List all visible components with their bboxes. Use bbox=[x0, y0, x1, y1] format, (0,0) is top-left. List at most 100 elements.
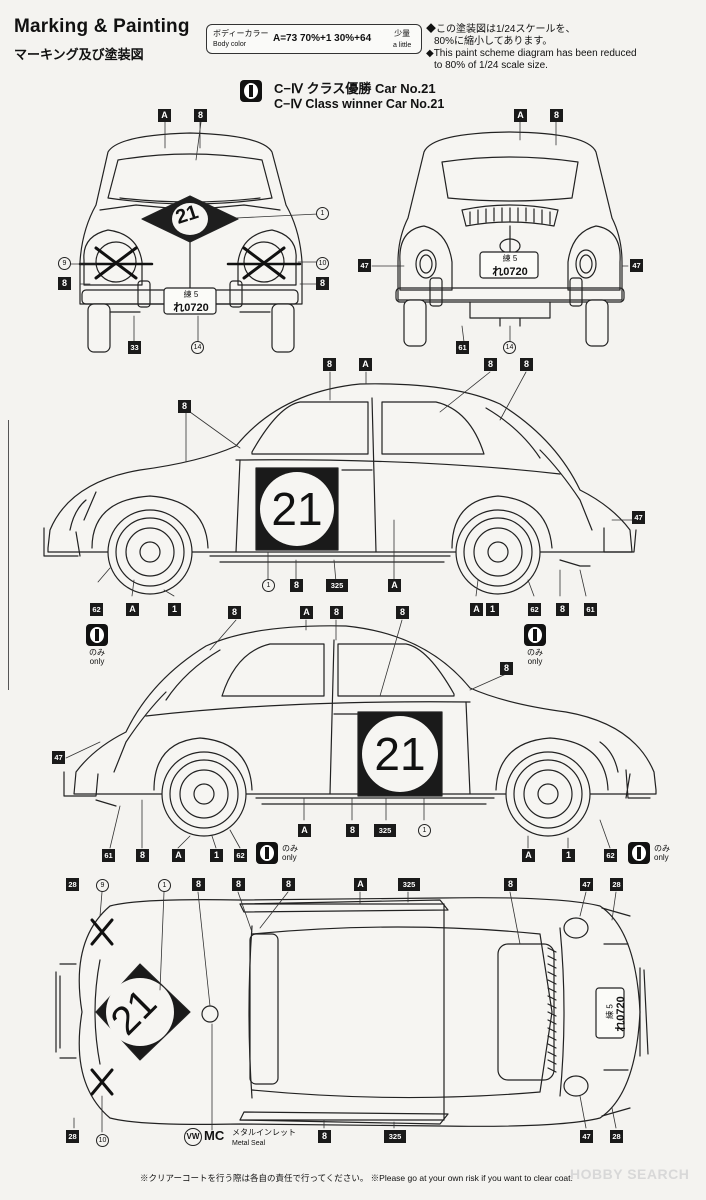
body-color-label: ボディーカラー bbox=[213, 29, 269, 38]
tag-61: 61 bbox=[456, 341, 469, 354]
top-plate-bottom: れ0720 bbox=[615, 996, 627, 1032]
page-subtitle: マーキング及び塗装図 bbox=[14, 47, 144, 62]
tag-61: 61 bbox=[102, 849, 115, 862]
tag-8: 8 bbox=[504, 878, 517, 891]
front-plate-top: 練 5 bbox=[183, 290, 199, 299]
tag-8: 8 bbox=[346, 824, 359, 837]
decal-ref-14: 14 bbox=[191, 341, 204, 354]
decal-ref-10: 10 bbox=[316, 257, 329, 270]
roman-one-icon bbox=[240, 80, 262, 102]
rear-plate-top: 練 5 bbox=[502, 254, 518, 263]
roman-one-icon bbox=[86, 624, 108, 646]
tag-a: A bbox=[158, 109, 171, 122]
tag-8: 8 bbox=[500, 662, 513, 675]
tag-a: A bbox=[514, 109, 527, 122]
tag-325: 325 bbox=[384, 1130, 406, 1143]
tag-28: 28 bbox=[610, 878, 623, 891]
tag-8: 8 bbox=[290, 579, 303, 592]
crop-line bbox=[8, 420, 9, 690]
tag-a: A bbox=[522, 849, 535, 862]
tag-a: A bbox=[298, 824, 311, 837]
tag-62: 62 bbox=[528, 603, 541, 616]
tag-a: A bbox=[388, 579, 401, 592]
tag-8: 8 bbox=[330, 606, 343, 619]
tag-8: 8 bbox=[556, 603, 569, 616]
tag-47: 47 bbox=[358, 259, 371, 272]
footer-note: ※クリアーコートを行う際は各自の責任で行ってください。 ※Please go a… bbox=[140, 1173, 573, 1183]
tag-a: A bbox=[300, 606, 313, 619]
tag-8: 8 bbox=[550, 109, 563, 122]
tag-a: A bbox=[354, 878, 367, 891]
decal-ref-14: 14 bbox=[503, 341, 516, 354]
tag-47: 47 bbox=[630, 259, 643, 272]
tag-8: 8 bbox=[228, 606, 241, 619]
decal-ref-1: 1 bbox=[316, 207, 329, 220]
tag-1: 1 bbox=[210, 849, 223, 862]
tag-a: A bbox=[172, 849, 185, 862]
tag-8: 8 bbox=[232, 878, 245, 891]
tag-8: 8 bbox=[282, 878, 295, 891]
tag-1: 1 bbox=[486, 603, 499, 616]
decal-ref-1: 1 bbox=[158, 879, 171, 892]
tag-8: 8 bbox=[396, 606, 409, 619]
metal-seal-code: MC bbox=[204, 1128, 225, 1143]
tag-62: 62 bbox=[90, 603, 103, 616]
left-side-view bbox=[64, 626, 656, 836]
tag-1: 1 bbox=[168, 603, 181, 616]
tag-62: 62 bbox=[604, 849, 617, 862]
decal-ref-1: 1 bbox=[418, 824, 431, 837]
roman-one-icon bbox=[256, 842, 278, 864]
decal-ref-9: 9 bbox=[96, 879, 109, 892]
vw-logo-icon: VW bbox=[184, 1128, 202, 1146]
tag-28: 28 bbox=[610, 1130, 623, 1143]
front-plate-bottom: れ0720 bbox=[173, 302, 209, 314]
watermark: HOBBY SEARCH bbox=[570, 1166, 690, 1182]
tag-8: 8 bbox=[484, 358, 497, 371]
tag-8: 8 bbox=[318, 1130, 331, 1143]
rear-view bbox=[396, 132, 624, 346]
tag-8: 8 bbox=[178, 400, 191, 413]
tag-325: 325 bbox=[374, 824, 396, 837]
tag-62: 62 bbox=[234, 849, 247, 862]
scale-note: ◆この塗装図は1/24スケールを、 80%に縮小してあります。 ◆This pa… bbox=[426, 24, 637, 71]
page-title: Marking & Painting bbox=[14, 16, 190, 37]
tag-a: A bbox=[126, 603, 139, 616]
tag-a: A bbox=[470, 603, 483, 616]
tag-8: 8 bbox=[194, 109, 207, 122]
body-color-mix: A=73 70%+1 30%+64 bbox=[273, 33, 372, 44]
decal-ref-9: 9 bbox=[58, 257, 71, 270]
tag-47: 47 bbox=[580, 878, 593, 891]
tag-8: 8 bbox=[136, 849, 149, 862]
tag-a: A bbox=[359, 358, 372, 371]
tag-8: 8 bbox=[58, 277, 71, 290]
tag-325: 325 bbox=[326, 579, 348, 592]
right-door-number: 21 bbox=[271, 483, 323, 535]
decal-ref-10: 10 bbox=[96, 1134, 109, 1147]
tag-8: 8 bbox=[316, 277, 329, 290]
body-color-label-en: Body color bbox=[213, 41, 247, 48]
top-view bbox=[56, 898, 648, 1127]
tag-1: 1 bbox=[562, 849, 575, 862]
decal-ref-1: 1 bbox=[262, 579, 275, 592]
roman-one-icon bbox=[524, 624, 546, 646]
tag-47: 47 bbox=[632, 511, 645, 524]
tag-8: 8 bbox=[192, 878, 205, 891]
variant-title-en: C−Ⅳ Class winner Car No.21 bbox=[274, 97, 445, 111]
tag-8: 8 bbox=[520, 358, 533, 371]
tag-33: 33 bbox=[128, 341, 141, 354]
tag-47: 47 bbox=[52, 751, 65, 764]
right-side-view bbox=[44, 384, 636, 594]
tag-325: 325 bbox=[398, 878, 420, 891]
front-view bbox=[80, 133, 302, 352]
tag-47: 47 bbox=[580, 1130, 593, 1143]
tag-28: 28 bbox=[66, 878, 79, 891]
tag-28: 28 bbox=[66, 1130, 79, 1143]
